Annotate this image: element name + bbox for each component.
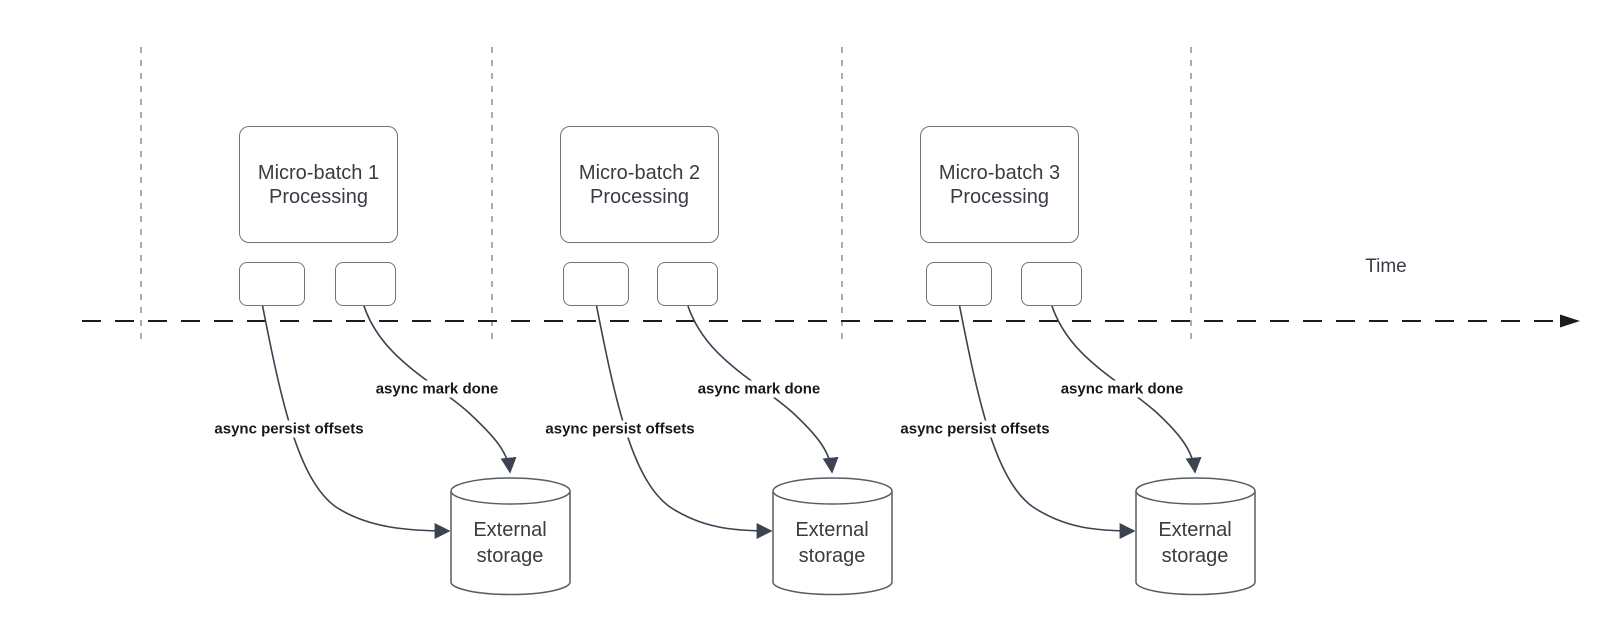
persist-offsets-label-2: async persist offsets: [542, 420, 698, 438]
mark-done-arrow-2: [686, 302, 839, 474]
mark-done-label-2: async mark done: [694, 380, 824, 398]
microbatch-2-title-line2: Processing: [590, 185, 689, 208]
microbatch-3-processing-box: Micro-batch 3 Processing: [920, 126, 1079, 243]
mark-done-arrow-1: [362, 302, 517, 474]
storage-cylinder-3: [1135, 477, 1256, 596]
external-storage-label-1: External storage: [445, 517, 575, 569]
persist-offsets-arrow-1: [261, 302, 451, 539]
microbatch-3-title-line1: Micro-batch 3: [938, 161, 1061, 184]
persist-offsets-arrow-3: [958, 302, 1136, 539]
persist-offsets-label-3: async persist offsets: [897, 420, 1053, 438]
external-storage-label-3: External storage: [1130, 517, 1260, 569]
batch-2-task-box-left: [563, 262, 629, 306]
microbatch-1-title-line1: Micro-batch 1: [257, 161, 380, 184]
external-storage-label-2-line1: External: [795, 519, 869, 541]
mark-done-arrow-3: [1050, 302, 1202, 474]
storage-cylinder-1: [450, 477, 571, 596]
microbatch-2-processing-box: Micro-batch 2 Processing: [560, 126, 719, 243]
timeline-arrowhead-icon: [1560, 314, 1580, 328]
batch-2-task-box-right: [657, 262, 718, 306]
external-storage-label-2: External storage: [767, 517, 897, 569]
microbatch-2-title-line1: Micro-batch 2: [578, 161, 701, 184]
batch-3-task-box-left: [926, 262, 992, 306]
storage-cylinder-2: [772, 477, 893, 596]
microbatch-1-processing-box: Micro-batch 1 Processing: [239, 126, 398, 243]
microbatch-1-title-line2: Processing: [269, 185, 368, 208]
external-storage-label-1-line1: External: [473, 519, 547, 541]
time-axis-label: Time: [1365, 256, 1407, 277]
microbatch-3-title-line2: Processing: [950, 185, 1049, 208]
mark-done-label-3: async mark done: [1057, 380, 1187, 398]
mark-done-label-1: async mark done: [372, 380, 502, 398]
persist-offsets-arrow-2: [595, 302, 773, 539]
batch-3-task-box-right: [1021, 262, 1082, 306]
external-storage-label-3-line1: External: [1158, 519, 1232, 541]
batch-1-task-box-right: [335, 262, 396, 306]
batch-1-task-box-left: [239, 262, 305, 306]
persist-offsets-label-1: async persist offsets: [211, 420, 367, 438]
external-storage-label-2-line2: storage: [798, 545, 866, 567]
external-storage-label-3-line2: storage: [1161, 545, 1229, 567]
external-storage-label-1-line2: storage: [476, 545, 544, 567]
